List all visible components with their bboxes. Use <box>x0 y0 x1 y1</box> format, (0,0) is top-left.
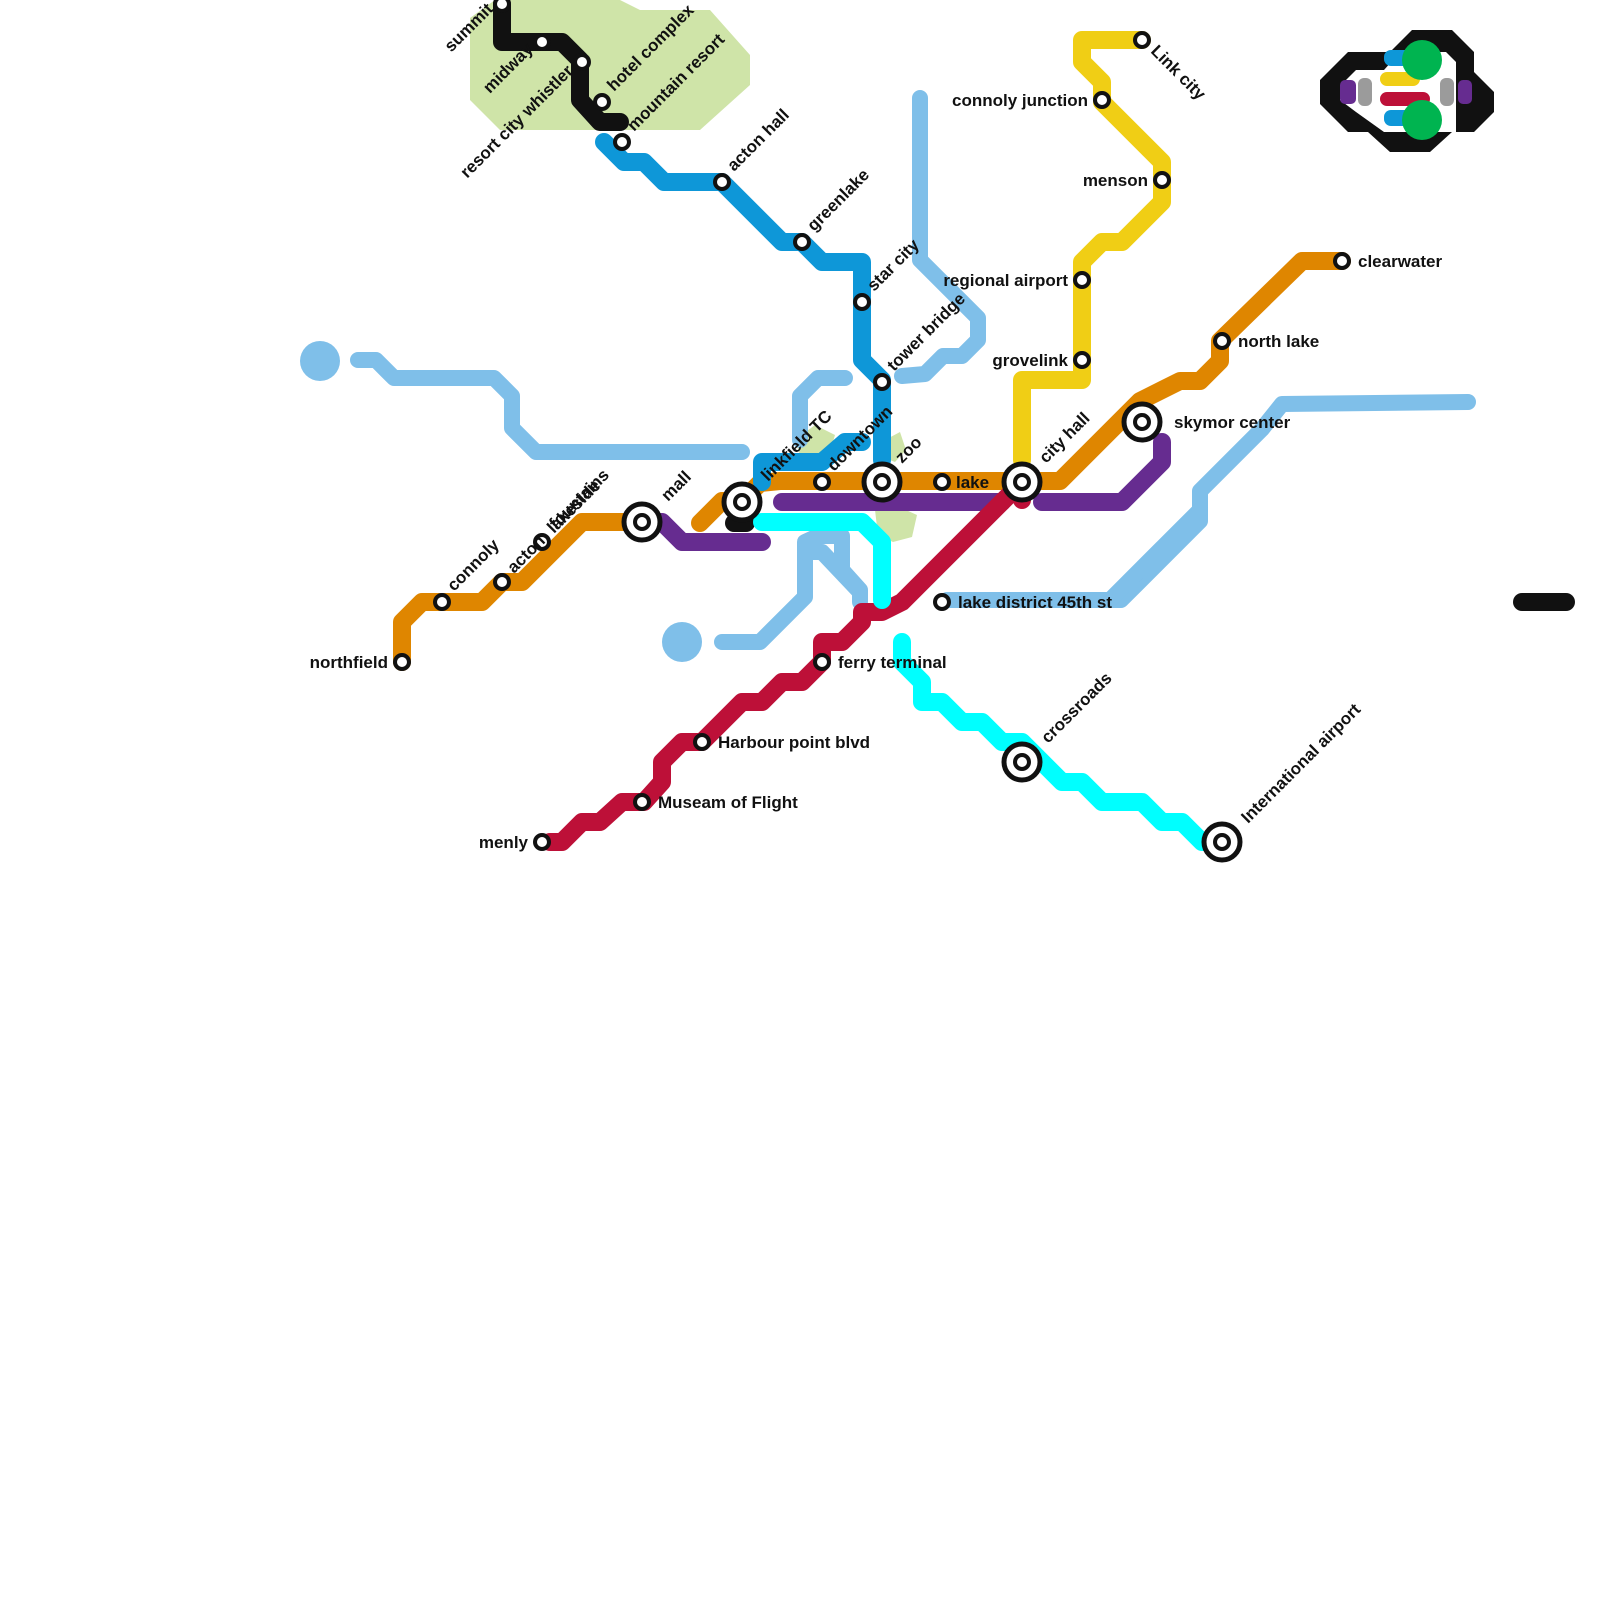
station-grovelink[interactable] <box>1073 351 1091 369</box>
station-acton-hall[interactable] <box>713 173 731 191</box>
label-international-airport: International airport <box>1237 700 1364 827</box>
station-link-city[interactable] <box>1133 31 1151 49</box>
station-northfield[interactable] <box>393 653 411 671</box>
interchange-mall[interactable] <box>621 501 663 543</box>
interchange-crossroads[interactable] <box>1001 741 1043 783</box>
station-tower-bridge[interactable] <box>873 373 891 391</box>
south-park <box>875 505 917 542</box>
lightblue-line-south <box>714 528 868 650</box>
station-acton[interactable] <box>493 573 511 591</box>
label-north-lake: north lake <box>1238 332 1319 351</box>
label-menly: menly <box>479 833 529 852</box>
legend-green-bottom <box>1402 100 1442 140</box>
lightblue-terminus-south <box>662 622 702 662</box>
station-ferry-terminal[interactable] <box>813 653 831 671</box>
station-mountain-resort[interactable] <box>613 133 631 151</box>
station-hotel-complex[interactable] <box>593 93 611 111</box>
legend-grey-left <box>1358 78 1372 106</box>
lightblue-line-central <box>792 370 853 448</box>
stations <box>393 0 1351 863</box>
orange-line <box>393 513 649 671</box>
station-greenlake[interactable] <box>793 233 811 251</box>
label-grovelink: grovelink <box>992 351 1068 370</box>
label-menson: menson <box>1083 171 1148 190</box>
station-connoly[interactable] <box>433 593 451 611</box>
label-acton-hall: acton hall <box>723 105 793 175</box>
lightblue-line-north <box>894 90 986 384</box>
label-skymor-center: skymor center <box>1174 413 1291 432</box>
label-lake-district-45th-st: lake district 45th st <box>958 593 1112 612</box>
station-menly[interactable] <box>533 833 551 851</box>
station-lake-district-45th-st[interactable] <box>933 593 951 611</box>
label-ferry-terminal: ferry terminal <box>838 653 947 672</box>
label-greenlake: greenlake <box>803 165 873 235</box>
station-harbour-point-blvd[interactable] <box>693 733 711 751</box>
blue-line <box>595 133 891 469</box>
interchange-international-airport[interactable] <box>1201 821 1243 863</box>
label-lake: lake <box>956 473 989 492</box>
label-museam-of-flight: Museam of Flight <box>658 793 798 812</box>
station-star-city[interactable] <box>853 293 871 311</box>
label-harbour-point-blvd: Harbour point blvd <box>718 733 870 752</box>
interchange-skymor-center[interactable] <box>1121 401 1163 443</box>
interchange-zoo[interactable] <box>861 461 903 503</box>
cyan-line-north <box>753 513 891 609</box>
cyan-line-south <box>893 633 1231 851</box>
station-lake[interactable] <box>933 473 951 491</box>
station-regional-airport[interactable] <box>1073 271 1091 289</box>
label-crossroads: crossroads <box>1037 669 1115 747</box>
legend-purple-right <box>1458 80 1472 104</box>
mountain-park <box>470 0 750 130</box>
label-mall: mall <box>657 467 694 504</box>
station-menson[interactable] <box>1153 171 1171 189</box>
label-regional-airport: regional airport <box>943 271 1068 290</box>
legend-purple-left <box>1340 80 1356 104</box>
station-downtown[interactable] <box>813 473 831 491</box>
red-line <box>541 473 1031 851</box>
label-link-city: Link city <box>1147 41 1210 104</box>
interchange-city-hall[interactable] <box>1001 461 1043 503</box>
blue-line-spur <box>753 433 871 491</box>
interchange-linkfield-tc[interactable] <box>721 481 763 523</box>
label-northfield: northfield <box>310 653 388 672</box>
label-connoly-junction: connoly junction <box>952 91 1088 110</box>
lightblue-terminus-west <box>300 341 340 381</box>
lightblue-line-branch <box>797 544 866 598</box>
legend-badge <box>1320 30 1494 152</box>
station-north-lake[interactable] <box>1213 332 1231 350</box>
legend-green-top <box>1402 40 1442 80</box>
station-clearwater[interactable] <box>1333 252 1351 270</box>
station-resort-city-whistler[interactable] <box>573 53 591 71</box>
station-connoly-junction[interactable] <box>1093 91 1111 109</box>
purple-line-east <box>1033 433 1171 511</box>
station-labels: summit midway resort city whistler hotel… <box>310 0 1443 852</box>
lightblue-line-east-parallel <box>1102 502 1208 608</box>
station-museam-of-flight[interactable] <box>633 793 651 811</box>
station-midway[interactable] <box>533 33 551 51</box>
lightblue-line-west <box>350 352 750 460</box>
station-summit[interactable] <box>493 0 511 13</box>
station-lakeside[interactable] <box>533 533 551 551</box>
black-line <box>493 0 629 131</box>
label-clearwater: clearwater <box>1358 252 1442 271</box>
legend-grey-right <box>1440 78 1454 106</box>
